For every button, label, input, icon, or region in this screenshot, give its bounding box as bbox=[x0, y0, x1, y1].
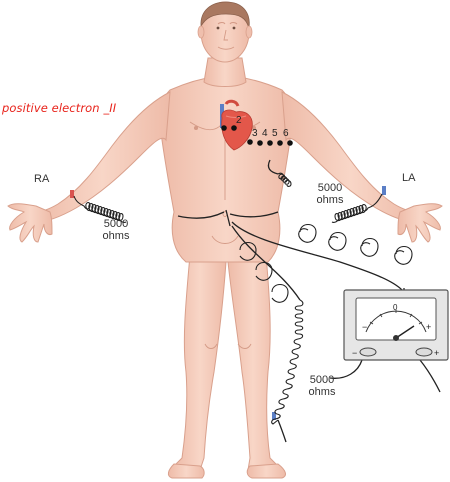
leg-coil bbox=[272, 300, 303, 424]
chest-lead-3: 3 bbox=[252, 128, 258, 139]
left-arm bbox=[282, 92, 418, 222]
right-ear bbox=[198, 26, 204, 38]
ra-label: RA bbox=[34, 173, 49, 185]
chest-lead-6: 6 bbox=[283, 128, 289, 139]
la-label: LA bbox=[402, 172, 415, 184]
meter-plus-label: + bbox=[426, 322, 431, 332]
la-resistor-label: 5000 ohms bbox=[310, 182, 350, 206]
right-hand bbox=[8, 204, 52, 242]
right-leg bbox=[174, 255, 226, 470]
chest-lead-4: 4 bbox=[262, 128, 268, 139]
meter-terminal-plus: + bbox=[434, 348, 439, 358]
la-resistor-value: 5000 bbox=[310, 182, 350, 194]
meter-zero-label: 0 bbox=[393, 303, 398, 312]
leg-resistor-label: 5000 ohms bbox=[302, 374, 342, 398]
positive-electrode-annotation: positive electron _II bbox=[2, 101, 116, 115]
leg-resistor-unit: ohms bbox=[302, 386, 342, 398]
ra-resistor-unit: ohms bbox=[96, 230, 136, 242]
meter-terminal-left bbox=[360, 348, 376, 356]
la-resistor-unit: ohms bbox=[310, 194, 350, 206]
ra-resistor-label: 5000 ohms bbox=[96, 218, 136, 242]
human-body bbox=[8, 2, 442, 478]
ra-electrode bbox=[70, 190, 74, 198]
right-foot bbox=[168, 464, 204, 478]
meter-terminal-right bbox=[416, 348, 432, 356]
left-foot bbox=[247, 464, 285, 478]
left-leg bbox=[228, 255, 278, 470]
chest-lead-5: 5 bbox=[272, 128, 278, 139]
meter-terminal-minus: − bbox=[352, 348, 357, 358]
leg-resistor-value: 5000 bbox=[302, 374, 342, 386]
galvanometer: 0 − + − + bbox=[344, 290, 448, 360]
meter-minus-label: − bbox=[362, 322, 367, 332]
ra-resistor-value: 5000 bbox=[96, 218, 136, 230]
chest-lead-2: 2 bbox=[236, 115, 242, 126]
meter-loop-coil bbox=[299, 225, 412, 265]
la-electrode bbox=[382, 186, 386, 195]
left-ear bbox=[246, 26, 252, 38]
